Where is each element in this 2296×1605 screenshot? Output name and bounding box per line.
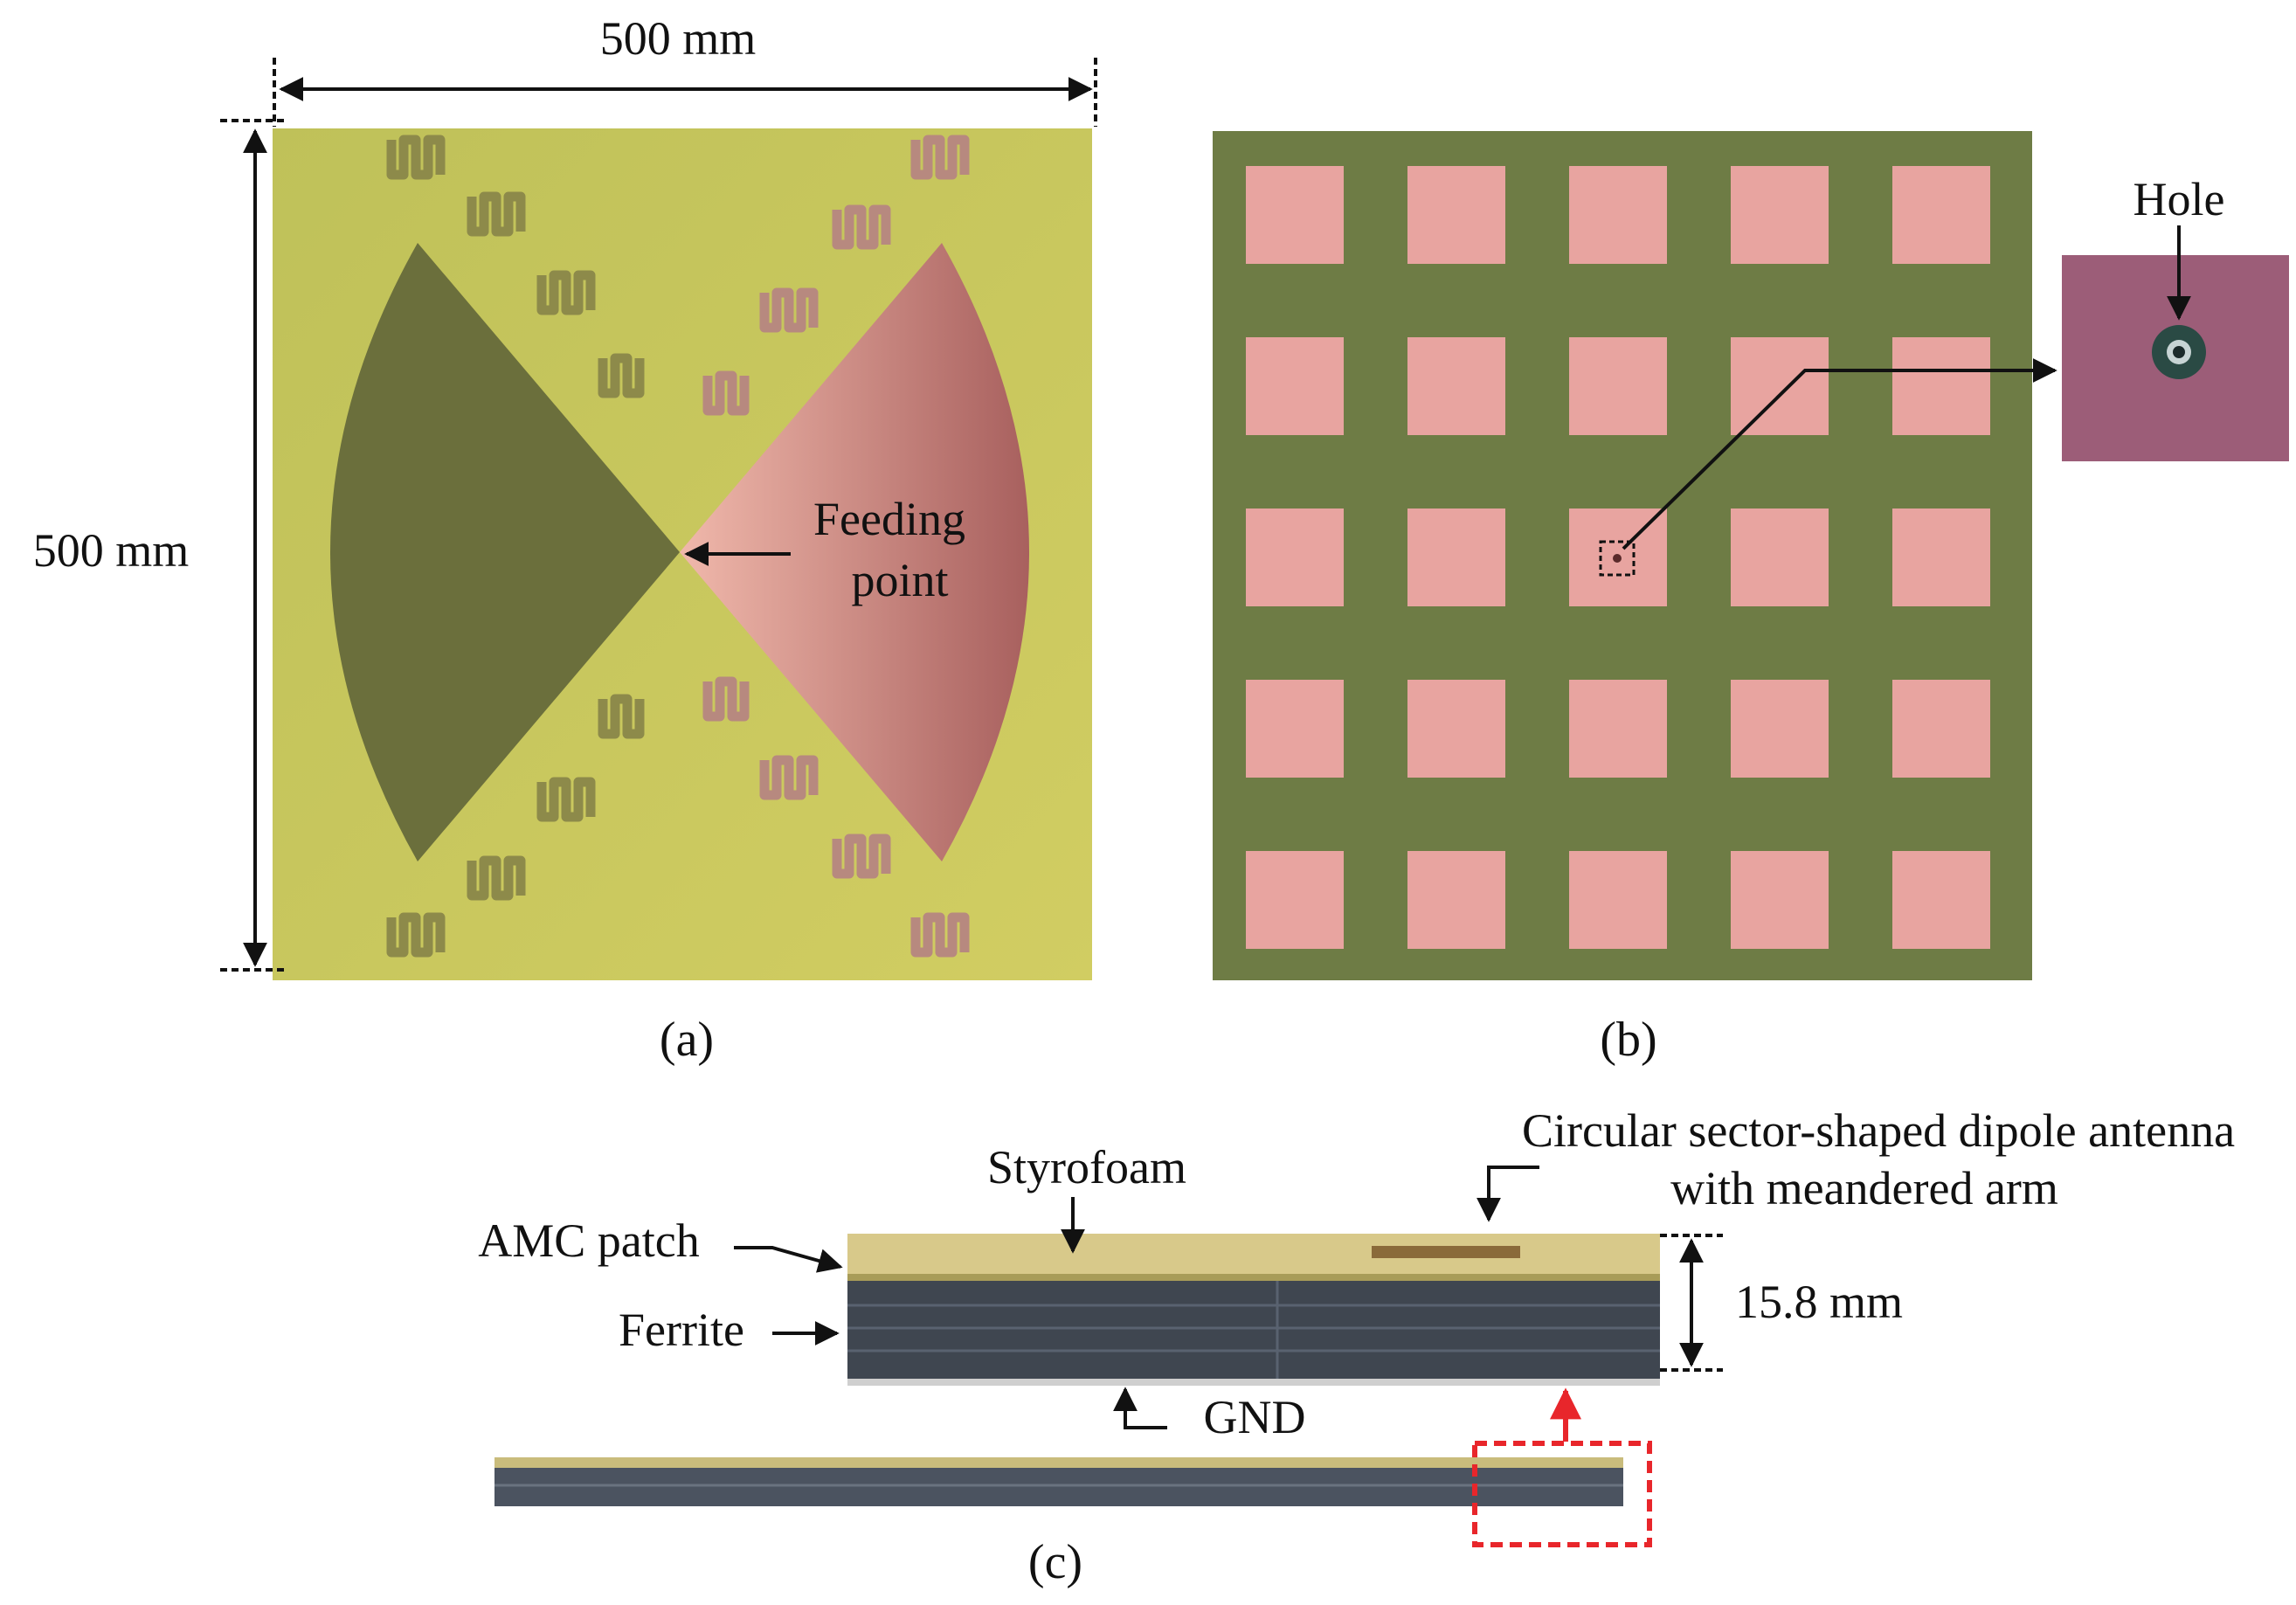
gnd-label: GND [1204,1391,1306,1443]
gnd-layer [847,1379,1660,1386]
amc-patch-r1-c4 [1731,166,1829,264]
thickness-label: 15.8 mm [1735,1276,1903,1328]
hole-marker-dot [1613,554,1622,563]
amc-patch-r5-c1 [1246,851,1344,949]
amc-patch-r3-c5 [1892,508,1990,606]
antenna-edge-strip [1372,1246,1520,1258]
amc-patch-r1-c2 [1407,166,1505,264]
left-dipole-sector [330,243,680,861]
panel-b: Hole (b) [1213,131,2289,1067]
amc-patch-layer [847,1274,1660,1281]
right-dipole-sector [680,243,1029,861]
hole-marker-box [1599,540,1636,577]
hole-label: Hole [2133,173,2225,225]
amc-patch-r2-c1 [1246,337,1344,435]
gnd-arrow [1113,1387,1167,1429]
feeding-point-label-line2: point [851,554,948,606]
height-label: 500 mm [33,524,190,577]
amc-patch-r3-c2 [1407,508,1505,606]
zoom-region-box [1472,1441,1652,1547]
left-meander-arms [386,135,645,958]
amc-patch-r3-c1 [1246,508,1344,606]
full-side-view-top [494,1457,1623,1468]
amc-patch-grid [1246,166,1990,949]
amc-patch-r2-c4 [1731,337,1829,435]
panel-a-label: (a) [660,1013,714,1067]
antenna-label-line2: with meandered arm [1670,1162,2058,1214]
hole-pin [2173,346,2185,358]
panel-a: 500 mm 500 mm Feeding point (a) [33,12,1097,1067]
amc-patch-r4-c1 [1246,680,1344,778]
amc-patch-r1-c1 [1246,166,1344,264]
antenna-label-line1: Circular sector-shaped dipole antenna [1522,1104,2235,1157]
amc-patch-r2-c5 [1892,337,1990,435]
amc-patch-r1-c5 [1892,166,1990,264]
amc-patch-r4-c3 [1569,680,1667,778]
amc-patch-r5-c3 [1569,851,1667,949]
width-label: 500 mm [600,12,757,65]
hole-leader-line [1622,358,2057,550]
amc-patch-r4-c4 [1731,680,1829,778]
panel-c: 15.8 mm Styrofoam Circular sector-shaped… [478,1104,2235,1589]
amc-patch-label: AMC patch [478,1214,699,1267]
styrofoam-layer [847,1234,1660,1277]
ferrite-label: Ferrite [619,1304,744,1356]
panel-b-label: (b) [1600,1013,1656,1067]
amc-patch-r4-c5 [1892,680,1990,778]
amc-patch-r5-c2 [1407,851,1505,949]
feeding-point-label-line1: Feeding [813,493,965,545]
amc-patch-r4-c2 [1407,680,1505,778]
antenna-arrow [1476,1166,1539,1222]
right-meander-arms [702,135,970,958]
amc-patch-r3-c4 [1731,508,1829,606]
amc-patch-r1-c3 [1569,166,1667,264]
styrofoam-label: Styrofoam [987,1141,1186,1193]
amc-patch-r2-c2 [1407,337,1505,435]
amc-patch-r5-c4 [1731,851,1829,949]
amc-patch-arrow [734,1246,843,1273]
amc-patch-r5-c5 [1892,851,1990,949]
ferrite-layer [847,1281,1660,1379]
amc-patch-r2-c3 [1569,337,1667,435]
panel-c-label: (c) [1028,1535,1082,1589]
